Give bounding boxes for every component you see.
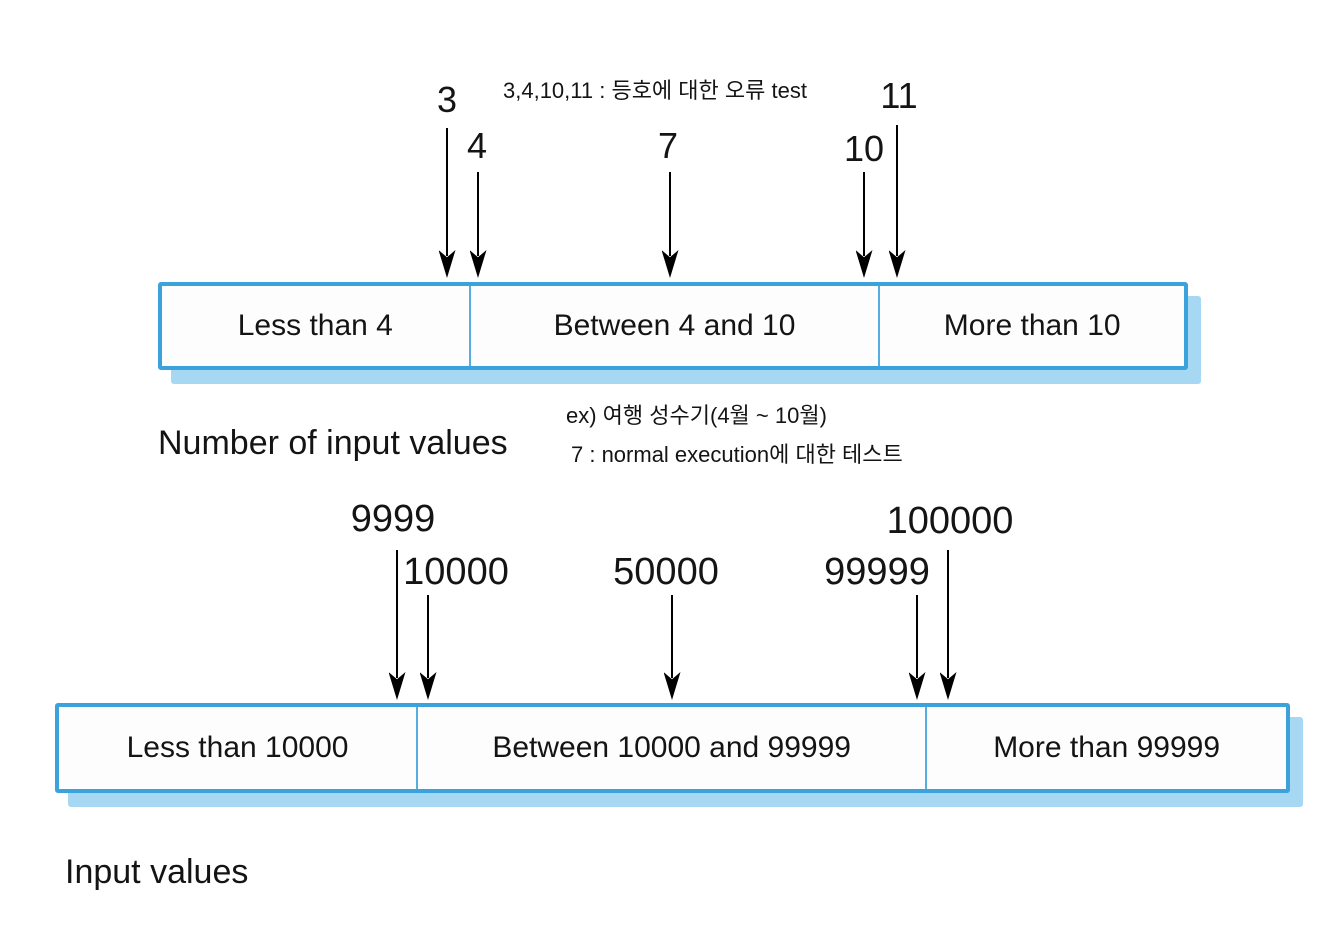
bottom-axis-label: Input values (65, 853, 249, 891)
arrow-shaft (477, 172, 479, 256)
arrow-label-100000: 100000 (886, 500, 1014, 542)
partition-between-4-and-10: Between 4 and 10 (468, 286, 879, 366)
arrow-label-10000: 10000 (403, 551, 509, 593)
arrow-label-10: 10 (843, 128, 885, 169)
top-partition-bar: Less than 4 Between 4 and 10 More than 1… (158, 282, 1188, 370)
example-note-line1: ex) 여행 성수기(4월 ~ 10월) (566, 403, 827, 428)
arrow-shaft (947, 550, 949, 678)
partition-more-than-10: More than 10 (878, 286, 1184, 366)
partition-less-than-4: Less than 4 (237, 309, 393, 342)
partition-less-than-10000: Less than 10000 (126, 731, 349, 764)
arrow-shaft (427, 595, 429, 678)
top-annotation: 3,4,10,11 : 등호에 대한 오류 test (503, 78, 807, 103)
partition-more-than-99999: More than 99999 (925, 707, 1286, 789)
arrow-label-9999: 9999 (350, 498, 436, 540)
arrow-shaft (916, 595, 918, 678)
arrow-shaft (396, 550, 398, 678)
arrow-shaft (863, 172, 865, 256)
arrow-label-7: 7 (657, 125, 679, 166)
arrow-label-3: 3 (436, 79, 458, 120)
arrow-shaft (669, 172, 671, 256)
bottom-partition-bar: Less than 10000 Between 10000 and 99999 … (55, 703, 1290, 793)
arrow-label-50000: 50000 (613, 551, 719, 593)
arrow-shaft (896, 125, 898, 256)
arrow-label-99999: 99999 (824, 551, 930, 593)
example-note-line2: 7 : normal execution에 대한 테스트 (571, 442, 903, 467)
partition-between-10000-and-99999: Between 10000 and 99999 (416, 707, 925, 789)
arrow-shaft (671, 595, 673, 678)
arrow-label-4: 4 (466, 125, 488, 166)
arrow-label-11: 11 (880, 75, 918, 116)
arrow-shaft (446, 128, 448, 256)
top-axis-label: Number of input values (158, 424, 508, 462)
